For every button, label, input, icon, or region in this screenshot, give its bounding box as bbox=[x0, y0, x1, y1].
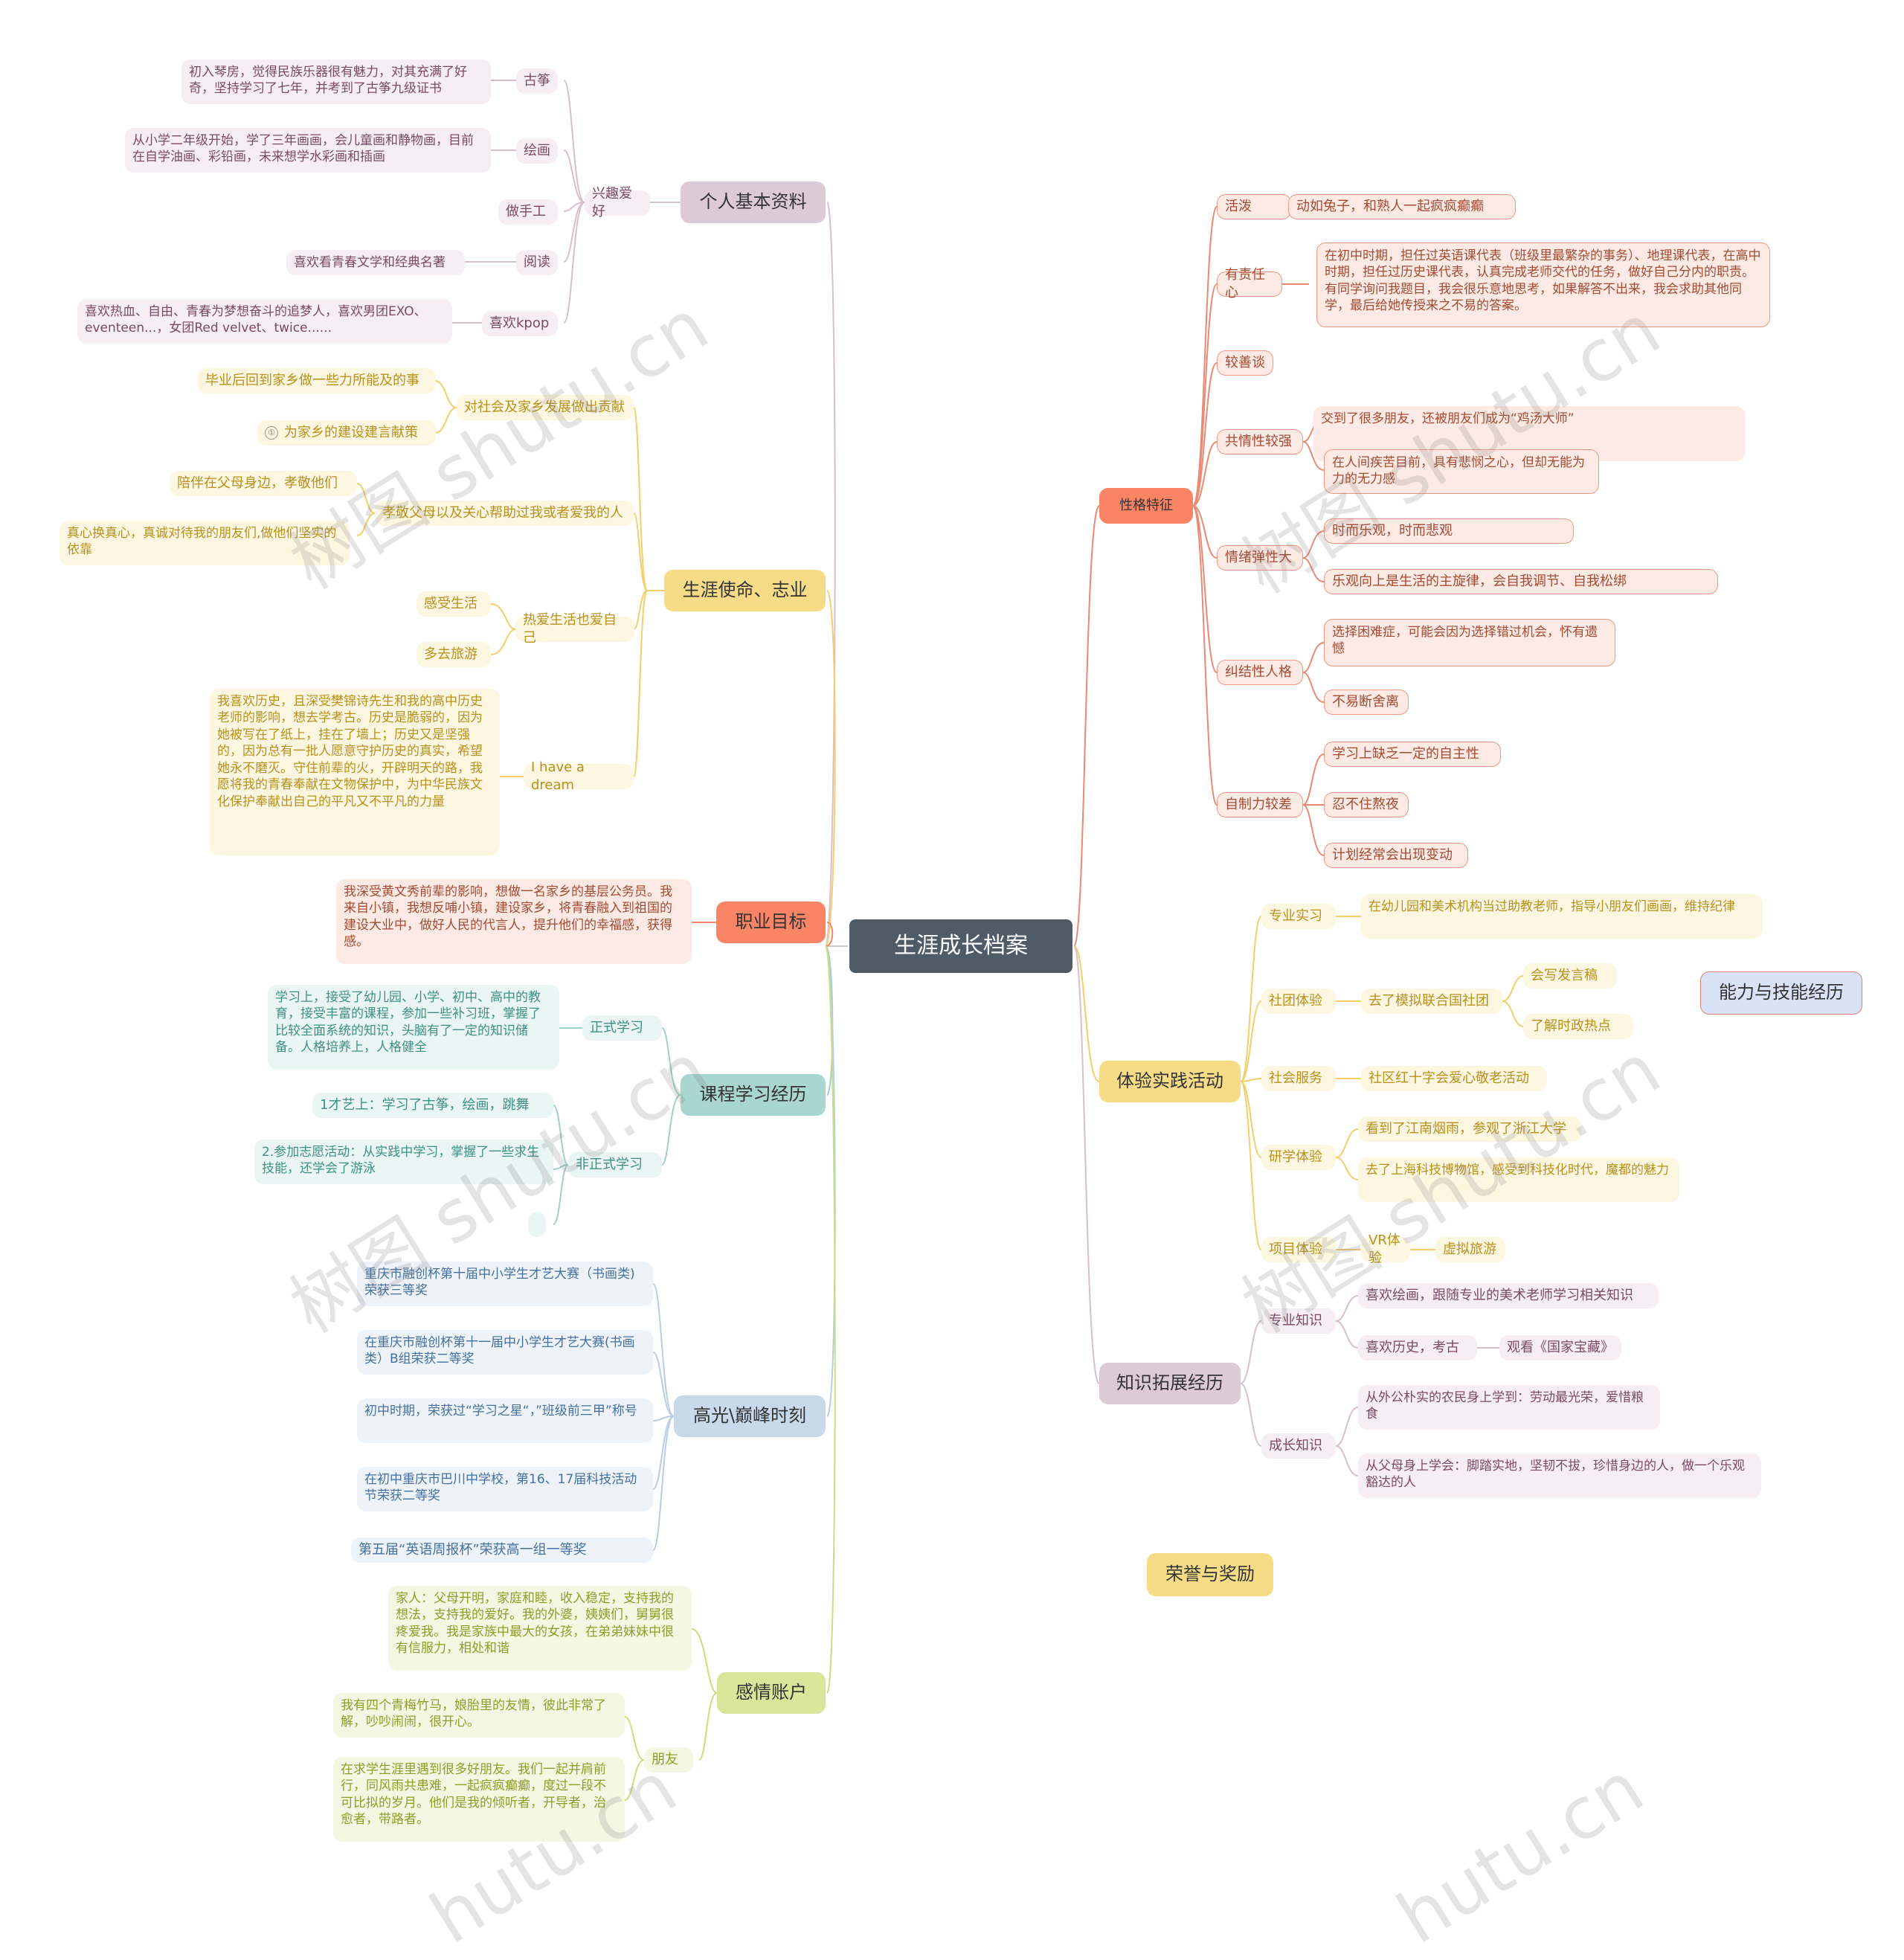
topic-knowledge[interactable]: 知识拓展经历 bbox=[1099, 1363, 1241, 1404]
topic-personality[interactable]: 性格特征 bbox=[1099, 488, 1193, 524]
highlight-item-2: 在重庆市融创杯第十一届中小学生才艺大赛(书画类）B组荣获二等奖 bbox=[357, 1330, 653, 1375]
knowledge-pro[interactable]: 专业知识 bbox=[1261, 1308, 1336, 1334]
practice-club[interactable]: 社团体验 bbox=[1261, 989, 1336, 1014]
mission-contribute[interactable]: 对社会及家乡发展做出贡献 bbox=[457, 395, 634, 420]
practice-internship[interactable]: 专业实习 bbox=[1261, 904, 1336, 929]
trait-emotional[interactable]: 情绪弹性大 bbox=[1217, 545, 1303, 571]
root-topic[interactable]: 生涯成长档案 bbox=[849, 919, 1072, 973]
topic-emotion[interactable]: 感情账户 bbox=[717, 1672, 826, 1714]
mission-contribute-item-2-text: 为家乡的建设建言献策 bbox=[284, 425, 418, 441]
topic-ability[interactable]: 能力与技能经历 bbox=[1700, 971, 1862, 1015]
trait-selfcontrol-item-2: 忍不住熬夜 bbox=[1324, 792, 1409, 817]
highlight-item-5: 第五届“英语周报杯”荣获高一组一等奖 bbox=[351, 1538, 653, 1563]
mission-filial[interactable]: 孝敬父母以及关心帮助过我或者爱我的人 bbox=[375, 501, 634, 526]
emotion-friend-item-2: 在求学生涯里遇到很多好朋友。我们一起并肩前行，同风雨共患难，一起疯疯癫癫，度过一… bbox=[333, 1757, 625, 1842]
study-informal-item-1: 1才艺上：学习了古筝，绘画，跳舞 bbox=[312, 1093, 553, 1118]
trait-lively-item-1: 动如兔子，和熟人一起疯疯癫癫 bbox=[1288, 194, 1516, 219]
mission-love-life[interactable]: 热爱生活也爱自己 bbox=[515, 612, 634, 646]
knowledge-growth-item-2: 从父母身上学会：脚踏实地，坚韧不拔，珍惜身边的人，做一个乐观豁达的人 bbox=[1358, 1453, 1761, 1498]
trait-emotional-item-1: 时而乐观，时而悲观 bbox=[1324, 518, 1574, 544]
practice-project-leaf: 虚拟旅游 bbox=[1435, 1237, 1505, 1262]
practice-service[interactable]: 社会服务 bbox=[1261, 1066, 1336, 1091]
knowledge-pro-item-1: 喜欢绘画，跟随专业的美术老师学习相关知识 bbox=[1358, 1283, 1659, 1308]
mission-filial-item-1: 陪伴在父母身边，孝敬他们 bbox=[170, 471, 357, 496]
practice-club-sub-1: 会写发言稿 bbox=[1523, 963, 1617, 989]
practice-study-tour-sub-1: 看到了江南烟雨，参观了浙江大学 bbox=[1358, 1116, 1581, 1142]
study-informal[interactable]: 非正式学习 bbox=[568, 1152, 662, 1177]
trait-tangled-item-1: 选择困难症，可能会因为选择错过机会，怀有遗憾 bbox=[1324, 619, 1615, 666]
practice-project-desc: VR体验 bbox=[1361, 1233, 1410, 1266]
hobby-painting[interactable]: 绘画 bbox=[516, 138, 558, 164]
study-informal-item-2: 2.参加志愿活动：从实践中学习，掌握了一些求生技能，还学会了游泳 bbox=[254, 1140, 553, 1184]
study-informal-item-3 bbox=[528, 1212, 546, 1237]
study-formal[interactable]: 正式学习 bbox=[582, 1015, 662, 1041]
trait-lively[interactable]: 活泼 bbox=[1217, 194, 1291, 219]
trait-tangled[interactable]: 纠结性人格 bbox=[1217, 660, 1303, 685]
topic-mission[interactable]: 生涯使命、志业 bbox=[664, 570, 826, 611]
hobby-kpop-desc: 喜欢热血、自由、青春为梦想奋斗的追梦人，喜欢男团EXO、eventeen...，… bbox=[77, 299, 452, 344]
mission-contribute-item-1: 毕业后回到家乡做一些力所能及的事 bbox=[198, 368, 436, 393]
topic-practice[interactable]: 体验实践活动 bbox=[1099, 1061, 1241, 1102]
trait-empathy[interactable]: 共情性较强 bbox=[1217, 429, 1303, 454]
practice-study-tour-sub-2: 去了上海科技博物馆，感受到科技化时代，魔都的魅力 bbox=[1358, 1157, 1679, 1202]
knowledge-growth[interactable]: 成长知识 bbox=[1261, 1433, 1336, 1459]
career-goal-desc: 我深受黄文秀前辈的影响，想做一名家乡的基层公务员。我来自小镇，我想反哺小镇，建设… bbox=[336, 879, 692, 964]
mission-filial-item-2: 真心换真心，真诚对待我的朋友们,做他们坚实的依靠 bbox=[60, 521, 350, 565]
trait-responsible-item-1: 在初中时期，担任过英语课代表（班级里最繁杂的事务）、地理课代表，在高中时期，担任… bbox=[1316, 242, 1770, 327]
mission-contribute-item-2: ① 为家乡的建设建言献策 bbox=[257, 420, 436, 446]
trait-selfcontrol[interactable]: 自制力较差 bbox=[1217, 792, 1303, 817]
hobby-label[interactable]: 兴趣爱好 bbox=[585, 186, 650, 219]
highlight-item-4: 在初中重庆市巴川中学校，第16、17届科技活动节荣获二等奖 bbox=[357, 1467, 653, 1511]
hobby-painting-desc: 从小学二年级开始，学了三年画画，会儿童画和静物画，目前在自学油画、彩铅画，未来想… bbox=[125, 128, 491, 173]
mission-love-life-item-1: 感受生活 bbox=[416, 591, 491, 617]
emotion-family-desc: 家人：父母开明，家庭和睦，收入稳定，支持我的想法，支持我的爱好。我的外婆，姨姨们… bbox=[388, 1586, 692, 1671]
topic-career-goal[interactable]: 职业目标 bbox=[716, 902, 826, 943]
hobby-kpop[interactable]: 喜欢kpop bbox=[482, 311, 558, 336]
highlight-item-1: 重庆市融创杯第十届中小学生才艺大赛（书画类)荣获三等奖 bbox=[357, 1262, 653, 1306]
knowledge-growth-item-1: 从外公朴实的农民身上学到：劳动最光荣，爱惜粮食 bbox=[1358, 1385, 1660, 1430]
hobby-guzheng[interactable]: 古筝 bbox=[516, 68, 558, 94]
practice-project[interactable]: 项目体验 bbox=[1261, 1237, 1336, 1262]
trait-tangled-item-2: 不易断舍离 bbox=[1324, 690, 1409, 715]
practice-club-sub-2: 了解时政热点 bbox=[1523, 1014, 1633, 1039]
number-one-icon: ① bbox=[265, 426, 278, 440]
trait-talkative[interactable]: 较善谈 bbox=[1217, 350, 1273, 376]
practice-club-desc: 去了模拟联合国社团 bbox=[1361, 989, 1502, 1014]
mission-dream-desc: 我喜欢历史，且深受樊锦诗先生和我的高中历史老师的影响，想去学考古。历史是脆弱的，… bbox=[210, 689, 500, 855]
knowledge-pro-leaf: 观看《国家宝藏》 bbox=[1499, 1335, 1621, 1360]
mission-dream[interactable]: I have a dream bbox=[524, 759, 634, 793]
knowledge-pro-item-2: 喜欢历史，考古 bbox=[1358, 1335, 1477, 1360]
topic-personal-info[interactable]: 个人基本资料 bbox=[681, 181, 826, 223]
practice-internship-desc: 在幼儿园和美术机构当过助教老师，指导小朋友们画画，维持纪律 bbox=[1361, 894, 1763, 939]
highlight-item-3: 初中时期，荣获过“学习之星“，”班级前三甲”称号 bbox=[357, 1398, 653, 1443]
practice-study-tour[interactable]: 研学体验 bbox=[1261, 1145, 1336, 1170]
emotion-friend-item-1: 我有四个青梅竹马，娘胎里的友情，彼此非常了解，吵吵闹闹，很开心。 bbox=[333, 1693, 625, 1738]
emotion-friend-label[interactable]: 朋友 bbox=[644, 1747, 693, 1773]
trait-selfcontrol-item-1: 学习上缺乏一定的自主性 bbox=[1324, 742, 1501, 767]
practice-service-desc: 社区红十字会爱心敬老活动 bbox=[1361, 1066, 1547, 1091]
hobby-handcraft[interactable]: 做手工 bbox=[498, 199, 558, 225]
trait-emotional-item-2: 乐观向上是生活的主旋律，会自我调节、自我松绑 bbox=[1324, 569, 1718, 594]
hobby-reading[interactable]: 阅读 bbox=[516, 250, 558, 275]
mission-love-life-item-2: 多去旅游 bbox=[416, 642, 491, 667]
topic-highlight[interactable]: 高光\巅峰时刻 bbox=[674, 1395, 826, 1437]
topic-study[interactable]: 课程学习经历 bbox=[681, 1074, 826, 1116]
hobby-guzheng-desc: 初入琴房，觉得民族乐器很有魅力，对其充满了好奇，坚持学习了七年，并考到了古筝九级… bbox=[181, 60, 491, 104]
trait-responsible[interactable]: 有责任心 bbox=[1217, 267, 1282, 301]
study-formal-desc: 学习上，接受了幼儿园、小学、初中、高中的教育，接受丰富的课程，参加一些补习班，掌… bbox=[268, 985, 559, 1070]
trait-empathy-item-2: 在人间疾苦目前，具有悲悯之心，但却无能为力的无力感 bbox=[1324, 449, 1599, 494]
trait-selfcontrol-item-3: 计划经常会出现变动 bbox=[1324, 843, 1468, 868]
topic-honor[interactable]: 荣誉与奖励 bbox=[1147, 1553, 1273, 1596]
hobby-reading-desc: 喜欢看青春文学和经典名著 bbox=[286, 250, 465, 275]
